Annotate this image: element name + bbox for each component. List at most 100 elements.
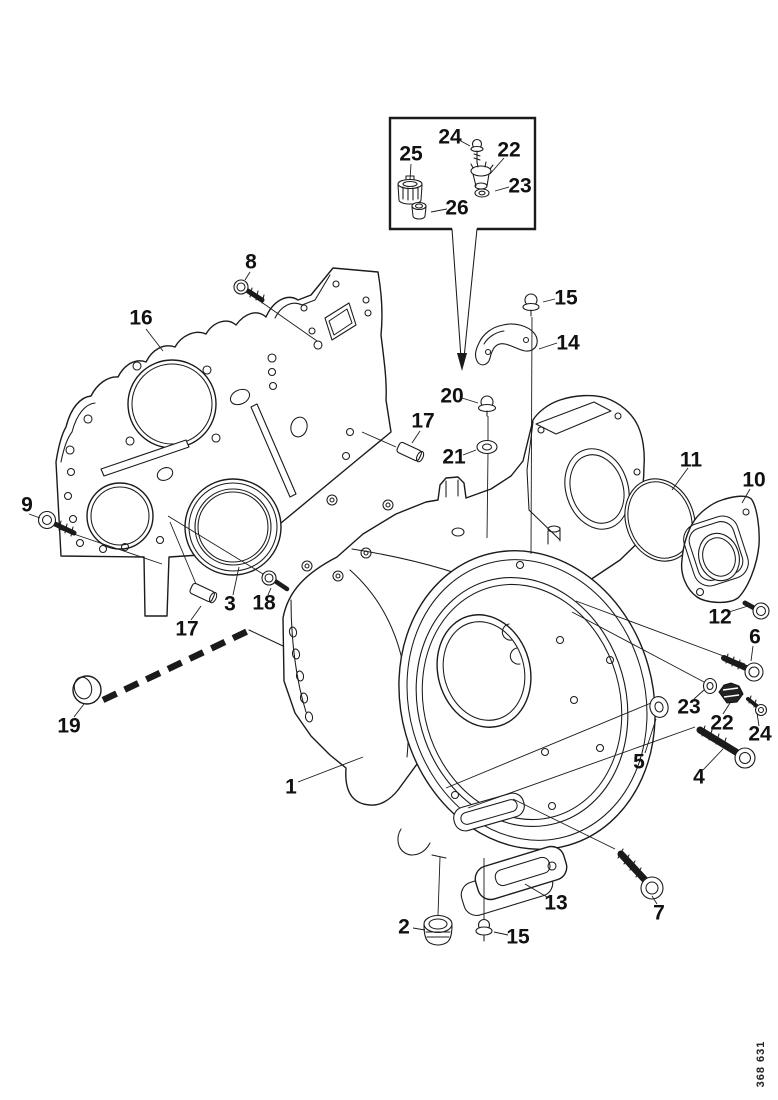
callout-label-20: 20 [440, 384, 464, 408]
leader-4 [702, 748, 724, 771]
part-sensor-22-inset [470, 161, 494, 190]
install-direction-dashes [101, 628, 284, 703]
callout-label-10: 10 [742, 468, 766, 492]
part-crankshaft-seal-ring [184, 478, 282, 576]
part-timing-gear-plate [55, 267, 392, 617]
leader-23b [571, 611, 705, 683]
part-flywheel-housing [282, 394, 656, 859]
leader-17b [190, 605, 202, 621]
leader-5 [445, 702, 652, 789]
callout-label-19: 19 [57, 714, 81, 738]
part-bolt-8 [233, 279, 265, 304]
callout-label-16: 16 [129, 306, 153, 330]
callout-label-2: 2 [398, 915, 410, 939]
leader-1 [297, 756, 364, 783]
leader-9 [28, 513, 41, 519]
part-washer-21 [476, 439, 498, 455]
leader-lines [28, 139, 760, 936]
part-bolt-15-top [522, 293, 540, 317]
leader-24a [458, 139, 471, 147]
leader-3 [232, 566, 240, 596]
callout-label-26: 26 [445, 196, 469, 220]
detail-arrow [451, 228, 478, 371]
leader-12 [728, 605, 749, 613]
leader-2 [437, 856, 441, 916]
leader-26 [430, 208, 448, 213]
leader-17a [411, 430, 421, 444]
leader-22b [722, 702, 731, 715]
callout-label-12: 12 [708, 605, 732, 629]
callout-label-24b: 24 [748, 722, 772, 746]
callout-label-9: 9 [21, 493, 33, 517]
callout-label-22a: 22 [497, 138, 521, 162]
leader-17a [361, 431, 397, 448]
callout-label-23b: 23 [677, 695, 701, 719]
leader-19 [73, 703, 85, 718]
leader-23a [494, 186, 510, 192]
callout-label-1: 1 [285, 775, 297, 799]
leader-8 [256, 298, 318, 342]
leader-17b [169, 521, 197, 585]
leader-14 [538, 342, 558, 350]
part-bolt-15-bottom [475, 918, 493, 942]
part-plug-25 [397, 175, 423, 205]
part-dowel-pin-lower [189, 582, 218, 604]
leader-25 [409, 163, 412, 181]
leader-23b [693, 689, 705, 700]
part-plug-19 [72, 675, 102, 705]
part-bolt-18 [261, 570, 290, 592]
part-bolt-12 [742, 600, 770, 620]
leader-6 [575, 600, 746, 665]
part-plug-2 [423, 914, 453, 946]
callout-label-7: 7 [653, 901, 665, 925]
part-dowel-pin-upper [396, 441, 425, 463]
part-bracket-14 [474, 323, 538, 366]
callout-label-23a: 23 [508, 174, 532, 198]
part-cover-plate-13 [474, 845, 568, 901]
part-washer-23 [702, 677, 718, 695]
leader-16 [145, 328, 164, 352]
part-sensor-22 [718, 682, 744, 704]
callout-label-15a: 15 [554, 286, 578, 310]
callout-label-17a: 17 [411, 409, 435, 433]
part-o-ring [624, 478, 696, 562]
callout-label-18: 18 [252, 591, 276, 615]
leader-2 [412, 927, 426, 931]
callout-label-4: 4 [693, 765, 705, 789]
leader-20 [486, 452, 489, 539]
callout-label-6: 6 [749, 625, 761, 649]
leader-21 [462, 449, 477, 456]
callout-label-14: 14 [556, 331, 580, 355]
leader-13 [524, 883, 548, 898]
part-nut-23-inset [474, 188, 490, 198]
leader-4 [467, 726, 696, 809]
part-plug-26-inset [411, 201, 427, 220]
callout-label-25: 25 [399, 142, 423, 166]
leader-24b [756, 712, 760, 727]
callout-label-11: 11 [679, 448, 703, 472]
leader-20 [461, 397, 479, 404]
callout-label-21: 21 [442, 445, 466, 469]
leader-7 [651, 895, 658, 905]
leader-22a [489, 157, 505, 175]
callout-label-5: 5 [633, 750, 645, 774]
callout-label-3: 3 [224, 592, 236, 616]
leader-10 [741, 488, 751, 504]
part-bolt-6 [721, 653, 764, 682]
part-bolt-4 [696, 725, 756, 769]
callout-label-8: 8 [245, 250, 257, 274]
leader-18 [267, 587, 272, 596]
part-washer-5 [649, 696, 669, 718]
part-screw-24-inset [470, 138, 484, 164]
leader-8 [244, 271, 251, 281]
leader-15a [542, 298, 556, 303]
callout-label-15b: 15 [506, 925, 530, 949]
part-bolt-7 [617, 848, 664, 900]
part-bolt-20 [477, 395, 497, 417]
part-rear-cover [680, 495, 760, 604]
leader-5 [644, 718, 657, 754]
figure-number: 368 631 [755, 1040, 767, 1088]
leader-15a [530, 316, 533, 555]
